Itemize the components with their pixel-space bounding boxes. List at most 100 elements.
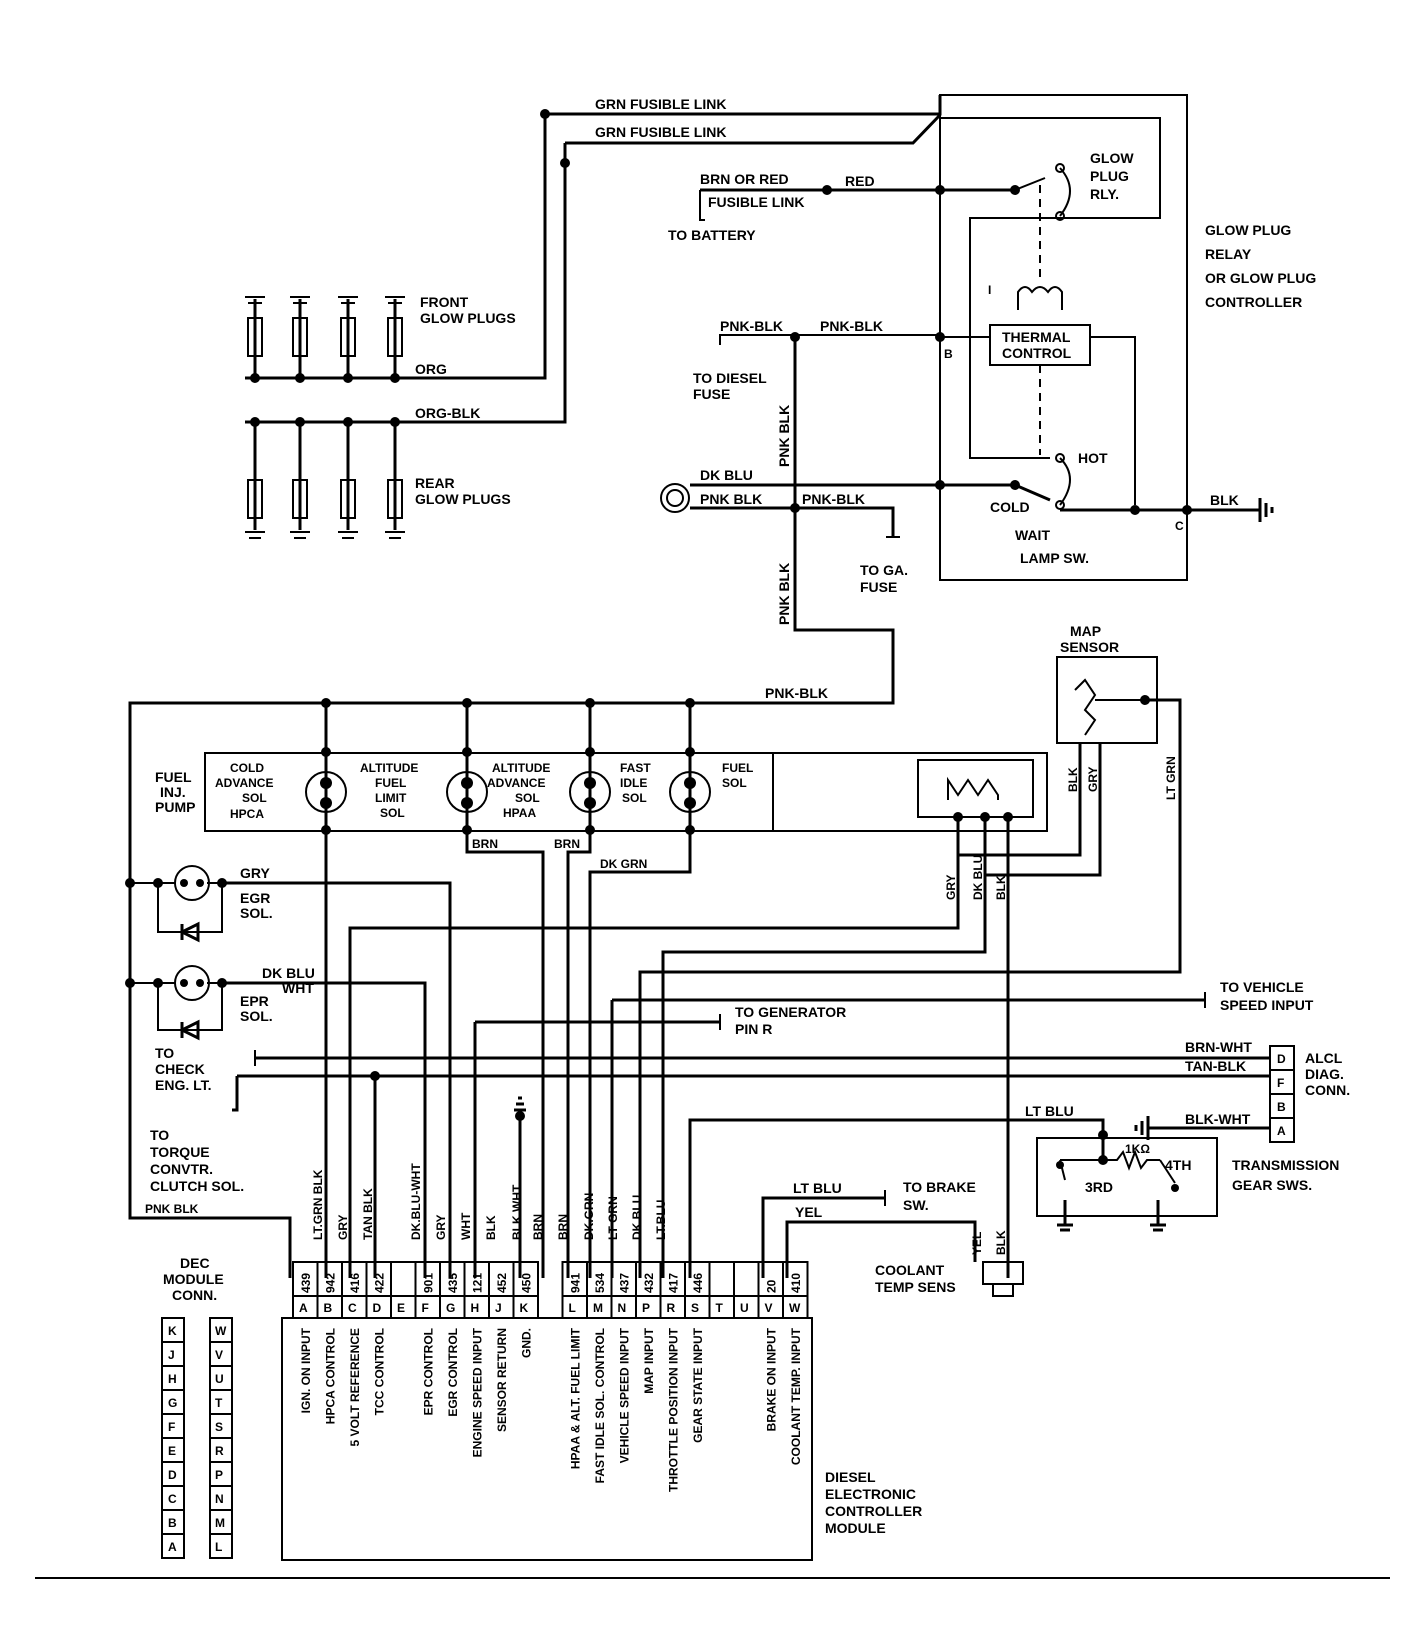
pin-b-label: B	[944, 347, 953, 361]
module-pin-label: A	[299, 1301, 308, 1315]
fusible-link-wires: GRN FUSIBLE LINK GRN FUSIBLE LINK	[245, 95, 942, 424]
battery-link-label-1: BRN OR RED	[700, 171, 789, 187]
module-pin-label: T	[716, 1301, 724, 1315]
pin-c-label: C	[1175, 519, 1184, 533]
module-pin-label: D	[373, 1301, 382, 1315]
map-blk-label: BLK	[1066, 767, 1080, 792]
circuit-number: 901	[422, 1273, 436, 1293]
module-wires	[324, 831, 526, 1278]
trans-ltblu-label: LT BLU	[1025, 1103, 1074, 1119]
circuit-number: 417	[667, 1273, 681, 1293]
module-name-1: DIESEL	[825, 1469, 876, 1485]
wire-color-label: GRY	[434, 1214, 448, 1240]
key-pin-right: P	[215, 1468, 223, 1482]
map-sensor-label-1: MAP	[1070, 623, 1101, 639]
alcl-label-1: ALCL	[1305, 1050, 1343, 1066]
epr-label-1: EPR	[240, 993, 269, 1009]
module-pin-label: M	[593, 1301, 603, 1315]
front-glow-label-1: FRONT	[420, 294, 469, 310]
module-name-4: MODULE	[825, 1520, 886, 1536]
circuit-number: 121	[471, 1273, 485, 1293]
trans-label-1: TRANSMISSION	[1232, 1157, 1339, 1173]
dec-conn-label-1: DEC	[180, 1255, 210, 1271]
epr-dkblu-label: DK BLU	[262, 965, 315, 981]
circuit-number: 20	[765, 1279, 779, 1293]
key-pin-left: K	[168, 1324, 177, 1338]
brake-ltblu-label: LT BLU	[793, 1180, 842, 1196]
to-ga-fuse-1: TO GA.	[860, 562, 908, 578]
fuse-feed-wires: PNK-BLK PNK-BLK TO DIESEL FUSE PNK BLK D…	[128, 318, 1020, 1278]
ground-blk-label: BLK	[1210, 492, 1239, 508]
circuit-number: 450	[520, 1273, 534, 1293]
key-pin-left: C	[168, 1492, 177, 1506]
wait-label: WAIT	[1015, 527, 1050, 543]
to-vss-1: TO VEHICLE	[1220, 979, 1304, 995]
wire-color-label: BLK	[484, 1215, 498, 1240]
vehicle-speed-and-generator: TO VEHICLE SPEED INPUT TO GENERATOR PIN …	[473, 979, 1314, 1278]
alt-fuel-4: SOL	[380, 806, 405, 820]
module-pin-label: J	[495, 1301, 502, 1315]
brn-wht-label: BRN-WHT	[1185, 1039, 1252, 1055]
map-sensor-label-2: SENSOR	[1060, 639, 1119, 655]
to-tcc-4: CLUTCH SOL.	[150, 1178, 244, 1194]
module-function-label: EPR CONTROL	[422, 1328, 436, 1415]
to-ga-fuse-2: FUSE	[860, 579, 897, 595]
pnk-blk-label-5: PNK-BLK	[765, 685, 828, 701]
front-glow-label-2: GLOW PLUGS	[420, 310, 516, 326]
tp-dkblu-label: DK BLU	[971, 855, 985, 900]
wire-color-label: GRY	[336, 1214, 350, 1240]
org-wire-label: ORG	[415, 361, 447, 377]
alcl-pin-a: A	[1277, 1124, 1286, 1138]
key-pin-right: R	[215, 1444, 224, 1458]
circuit-number: 439	[299, 1273, 313, 1293]
to-tcc-1: TO	[150, 1127, 169, 1143]
tp-gry-label: GRY	[944, 874, 958, 900]
trans-label-2: GEAR SWS.	[1232, 1177, 1312, 1193]
pin-cell	[782, 1295, 809, 1319]
circuit-number: 432	[642, 1273, 656, 1293]
relay-title-4: CONTROLLER	[1205, 294, 1302, 310]
to-battery-label: TO BATTERY	[668, 227, 756, 243]
yel-label: YEL	[795, 1204, 823, 1220]
circuit-number: 941	[569, 1273, 583, 1293]
module-pin-label: K	[520, 1301, 529, 1315]
fast-idle-1: FAST	[620, 761, 651, 775]
module-pin-label: B	[324, 1301, 333, 1315]
alcl-pin-b: B	[1277, 1100, 1286, 1114]
pnk-blk-label-3: PNK BLK	[700, 491, 762, 507]
module-pin-label: N	[618, 1301, 627, 1315]
resistor-label: 1KΩ	[1125, 1142, 1150, 1156]
pin-i-label: I	[988, 283, 991, 297]
circuit-number: 534	[593, 1273, 607, 1293]
egr-label-1: EGR	[240, 890, 270, 906]
red-wire-label: RED	[845, 173, 875, 189]
key-pin-right: L	[215, 1540, 222, 1554]
module-pin-label: G	[446, 1301, 455, 1315]
glow-rly-label-3: RLY.	[1090, 186, 1119, 202]
relay-title-2: RELAY	[1205, 246, 1252, 262]
pnk-blk-left-label: PNK BLK	[145, 1202, 199, 1216]
key-pin-left: D	[168, 1468, 177, 1482]
module-function-label: SENSOR RETURN	[495, 1328, 509, 1432]
cold-adv-3: SOL	[242, 791, 267, 805]
key-pin-right: V	[215, 1348, 223, 1362]
pnk-blk-vert-label-2: PNK BLK	[776, 563, 792, 625]
alcl-label-2: DIAG.	[1305, 1066, 1344, 1082]
key-pin-left: G	[168, 1396, 177, 1410]
to-gen-2: PIN R	[735, 1021, 772, 1037]
fuel-sol-1: FUEL	[722, 761, 753, 775]
key-pin-left: F	[168, 1420, 175, 1434]
check-engine-and-tcc: TO CHECK ENG. LT. TO TORQUE CONVTR. CLUT…	[145, 1045, 1270, 1278]
module-function-label: BRAKE ON INPUT	[765, 1327, 779, 1431]
key-cell-right	[209, 1533, 233, 1559]
wire-color-label: LT.GRN BLK	[311, 1169, 325, 1240]
wire-color-label: BRN	[531, 1214, 545, 1240]
module-function-label: EGR CONTROL	[446, 1328, 460, 1417]
alcl-label-3: CONN.	[1305, 1082, 1350, 1098]
pnk-blk-vert-label: PNK BLK	[776, 405, 792, 467]
brn-label-1: BRN	[472, 837, 498, 851]
wire-color-label: DK.BLU-WHT	[409, 1163, 423, 1240]
circuit-cell	[708, 1261, 735, 1297]
fusible-link-label-1: GRN FUSIBLE LINK	[595, 96, 726, 112]
